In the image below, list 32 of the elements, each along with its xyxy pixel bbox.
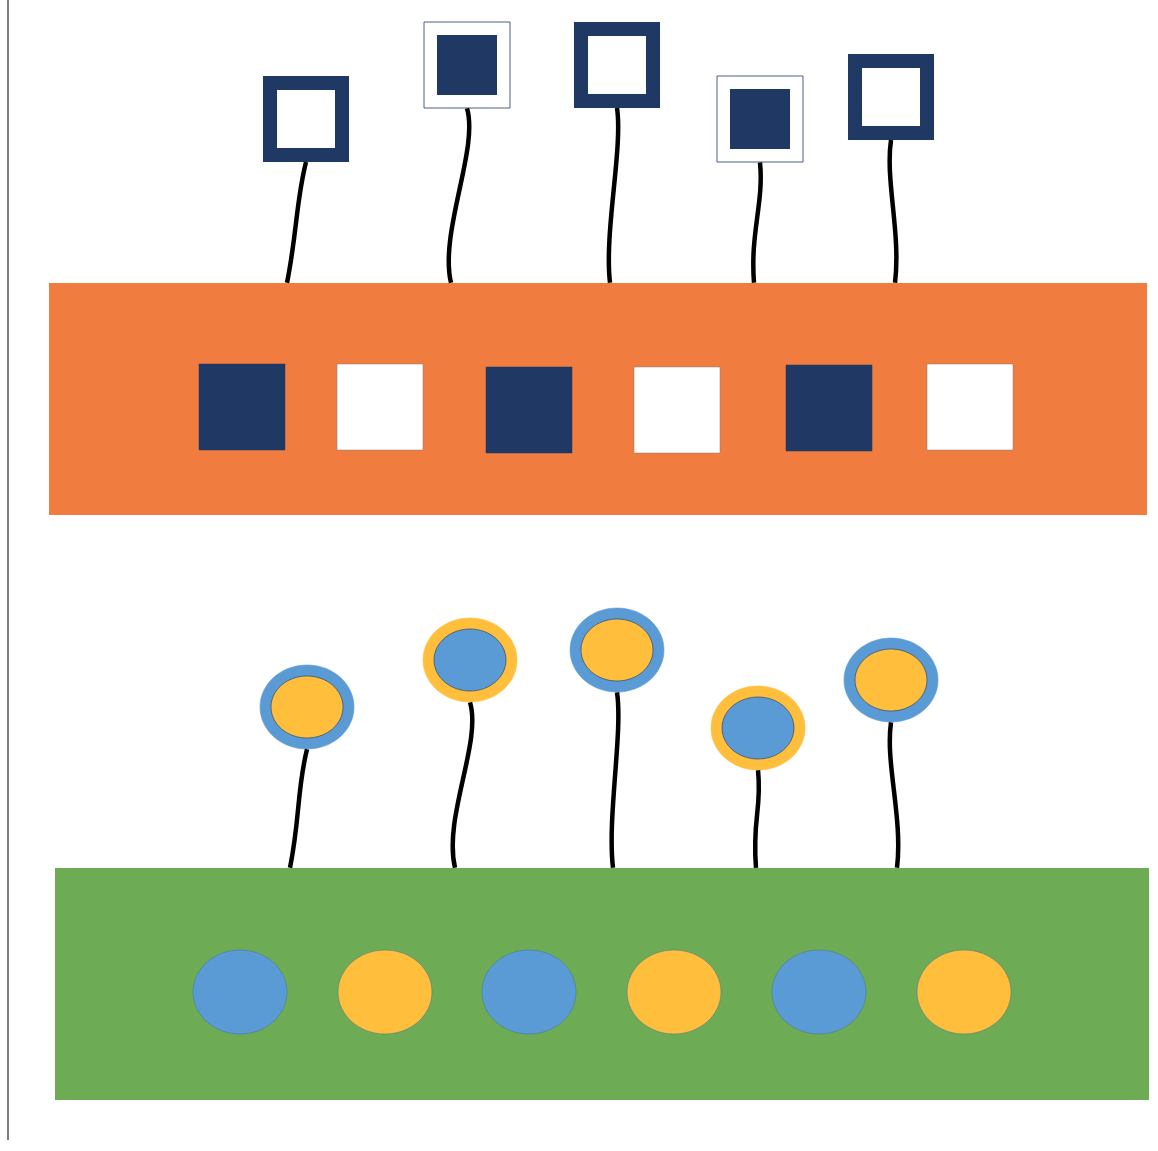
square — [633, 366, 721, 454]
connector-line — [284, 161, 309, 284]
ringed-circle — [710, 685, 806, 771]
outlined-square — [574, 22, 660, 108]
connector-line — [450, 701, 475, 869]
circle — [192, 949, 288, 1035]
connector-line — [609, 692, 621, 868]
square — [198, 363, 286, 451]
ringed-circle — [843, 637, 939, 723]
connector-line — [446, 108, 472, 284]
ringed-circle — [569, 607, 665, 693]
square — [485, 366, 573, 454]
filled-square — [716, 75, 804, 163]
connector-line — [887, 139, 899, 283]
outlined-square — [848, 54, 934, 140]
outlined-square — [263, 76, 349, 162]
square — [926, 363, 1014, 451]
connector-line — [751, 162, 763, 283]
ringed-circle — [259, 664, 355, 750]
circle — [916, 949, 1012, 1035]
circle — [771, 949, 867, 1035]
square — [785, 364, 873, 452]
ringed-circle — [422, 617, 518, 703]
circle — [626, 949, 722, 1035]
circle — [337, 949, 433, 1035]
connector-line — [606, 107, 621, 283]
circle — [481, 949, 577, 1035]
connector-line — [887, 722, 901, 868]
connector-line — [752, 770, 762, 868]
connector-line — [287, 748, 310, 869]
square — [336, 363, 424, 451]
filled-square — [423, 21, 511, 109]
